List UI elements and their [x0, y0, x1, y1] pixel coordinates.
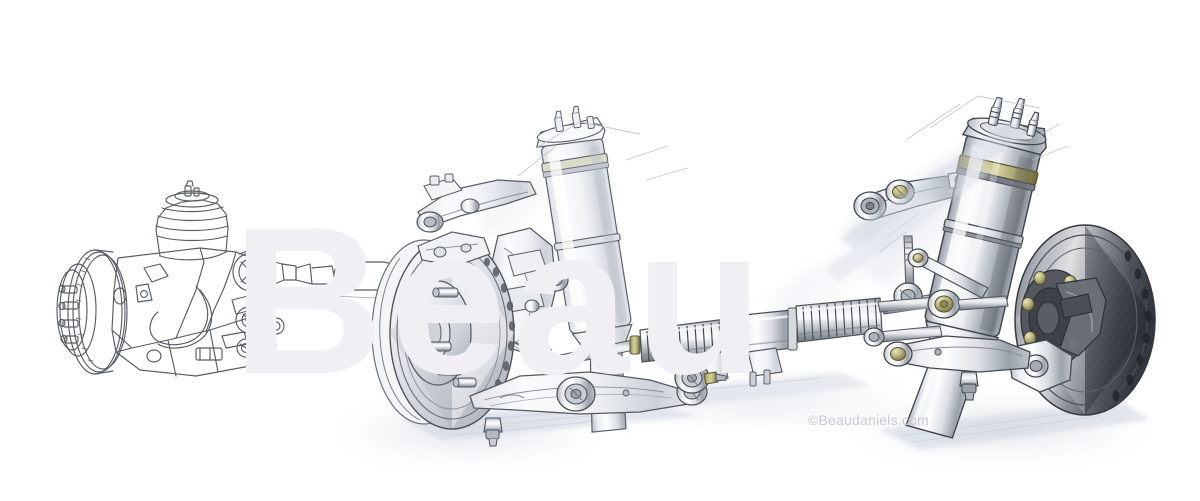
center-lower-ball-joint	[483, 417, 503, 447]
rear-air-spring	[155, 180, 229, 261]
right-lower-control-arm	[883, 335, 1031, 401]
tie-rod-end-left	[674, 362, 727, 394]
rack-bellows-left	[639, 317, 738, 363]
rear-trailing-arm	[235, 306, 285, 358]
copyright-credit: ©Beaudaniels.com	[808, 412, 929, 428]
rear-axle-housing	[111, 247, 277, 377]
right-sway-bar-link	[877, 235, 949, 313]
rear-brake-rotor	[56, 249, 128, 375]
rack-bellows-right	[795, 297, 883, 343]
wheel-lug-studs	[422, 287, 477, 388]
right-wheel-hub-assembly	[1007, 224, 1156, 416]
center-upper-control-arm	[416, 173, 537, 233]
differential-ujoint	[232, 249, 297, 292]
upper-right-pencil-hatch	[826, 120, 1026, 282]
tie-rod-end-right	[907, 248, 1009, 319]
right-secondary-link	[863, 325, 943, 347]
